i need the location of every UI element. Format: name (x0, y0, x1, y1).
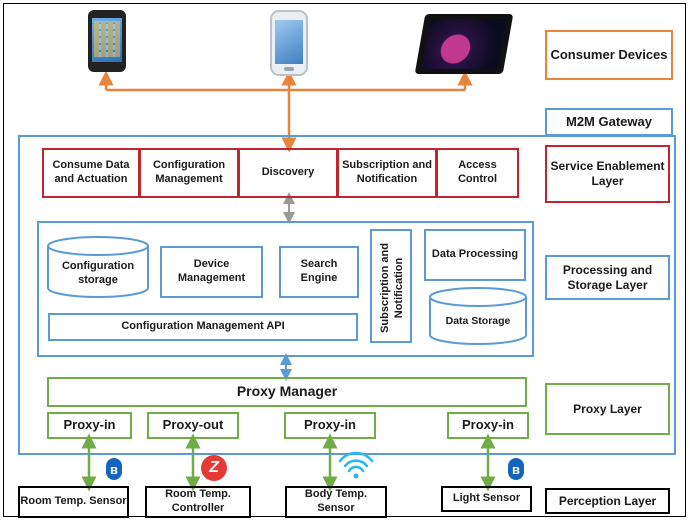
service-access-control: Access Control (436, 148, 519, 198)
proxy-layer-label: Proxy Layer (545, 383, 670, 435)
service-consume-data: Consume Data and Actuation (42, 148, 140, 198)
data-storage-label: Data Storage (445, 315, 511, 328)
proxy-manager-box: Proxy Manager (47, 377, 527, 407)
zigbee-icon: Z (201, 455, 227, 481)
processing-storage-frame (37, 221, 534, 357)
bluetooth-icon: ʙ (508, 458, 524, 480)
proxy-out-box: Proxy-out (147, 412, 239, 439)
controller-room-temp: Room Temp. Controller (145, 486, 251, 518)
sensor-body-temp: Body Temp. Sensor (285, 486, 387, 518)
subscription-notification-label: Subscription and Notification (379, 243, 405, 333)
data-processing-box: Data Processing (424, 229, 526, 281)
processing-storage-label: Processing and Storage Layer (545, 255, 670, 300)
configuration-storage-label: Configuration storage (61, 260, 135, 286)
search-engine-box: Search Engine (279, 246, 359, 298)
proxy-in-box: Proxy-in (284, 412, 376, 439)
consumer-devices-label: Consumer Devices (545, 30, 673, 80)
sensor-room-temp: Room Temp. Sensor (18, 486, 129, 518)
configuration-management-api-box: Configuration Management API (48, 313, 358, 341)
sensor-light: Light Sensor (441, 486, 532, 512)
service-subscription: Subscription and Notification (337, 148, 437, 198)
subscription-notification-box: Subscription and Notification (370, 229, 412, 343)
proxy-in-box: Proxy-in (47, 412, 132, 439)
service-configuration-management: Configuration Management (139, 148, 239, 198)
m2m-gateway-label: M2M Gateway (545, 108, 673, 136)
tablet-icon (414, 14, 514, 74)
service-enablement-label: Service Enablement Layer (545, 145, 670, 203)
service-discovery: Discovery (238, 148, 338, 198)
proxy-in-box: Proxy-in (447, 412, 529, 439)
smartphone-icon (270, 10, 308, 76)
bluetooth-icon: ʙ (106, 458, 122, 480)
smartphone-icon (88, 10, 126, 72)
device-management-box: Device Management (160, 246, 263, 298)
perception-layer-label: Perception Layer (545, 488, 670, 514)
